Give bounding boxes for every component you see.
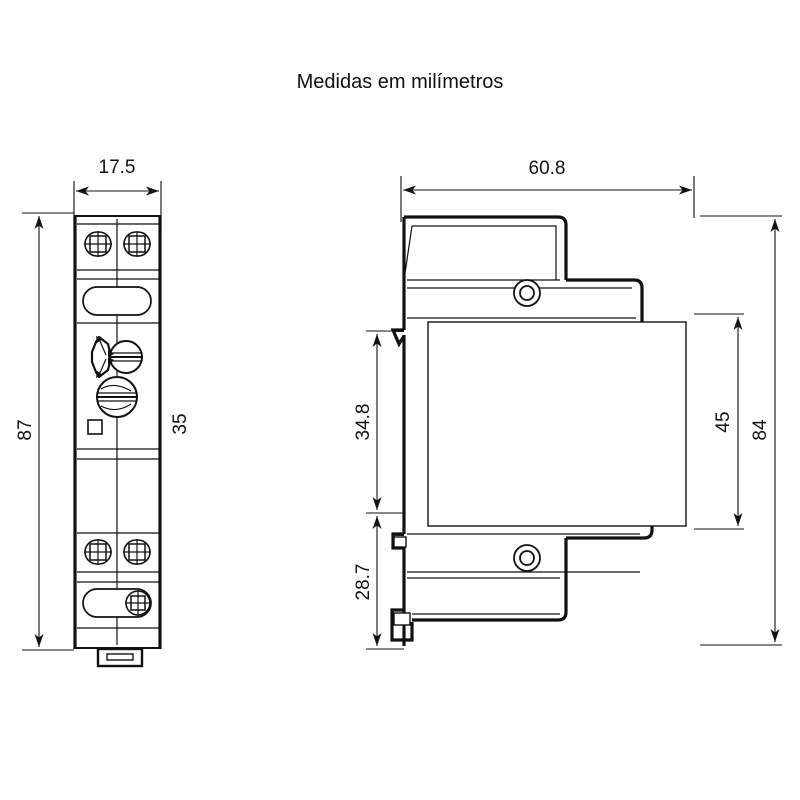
page-title: Medidas em milímetros	[297, 71, 504, 93]
din-rail-clip-foot	[96, 647, 144, 668]
dim-label-28-7: 28.7	[353, 564, 374, 601]
terminal-screw-upper-left	[84, 231, 112, 257]
rotary-selector-knob	[90, 335, 143, 379]
terminal-screw-upper-right	[123, 231, 151, 257]
front-bezel-inner	[412, 225, 557, 280]
dim-label-height-87: 87	[15, 419, 36, 440]
potentiometer-knob	[96, 376, 138, 418]
side-lower-step-outline	[566, 466, 654, 540]
dim-label-partial: 35	[170, 413, 191, 434]
din-rail-clip-lower	[391, 532, 407, 550]
screw-boss-lower	[513, 544, 541, 572]
front-view: 17.5 87 35	[15, 157, 209, 668]
terminal-screw-lower-slot	[125, 590, 151, 616]
terminal-screw-lower-right	[123, 539, 151, 565]
dim-label-34-8: 34.8	[353, 404, 374, 441]
screw-boss-upper	[513, 279, 541, 307]
din-rail-clip-upper	[390, 328, 406, 348]
dim-label-depth: 60.8	[529, 158, 566, 179]
front-bezel-chamfer	[403, 225, 413, 281]
side-central-body	[427, 321, 687, 527]
side-bottom-outline	[412, 538, 568, 622]
dim-label-partial-group: 35	[170, 396, 209, 454]
side-top-bezel-outline	[404, 215, 568, 280]
slot-upper	[82, 286, 152, 316]
led-indicator	[87, 419, 103, 435]
dim-label-45: 45	[713, 411, 734, 432]
terminal-screw-lower-left	[84, 539, 112, 565]
din-rail-clip-foot-side	[390, 608, 414, 642]
side-view: 60.8 34.8 28.7 45 84	[353, 158, 782, 650]
dim-label-84: 84	[750, 419, 771, 441]
dim-label-width: 17.5	[99, 157, 136, 178]
side-upper-step-outline	[566, 278, 644, 424]
